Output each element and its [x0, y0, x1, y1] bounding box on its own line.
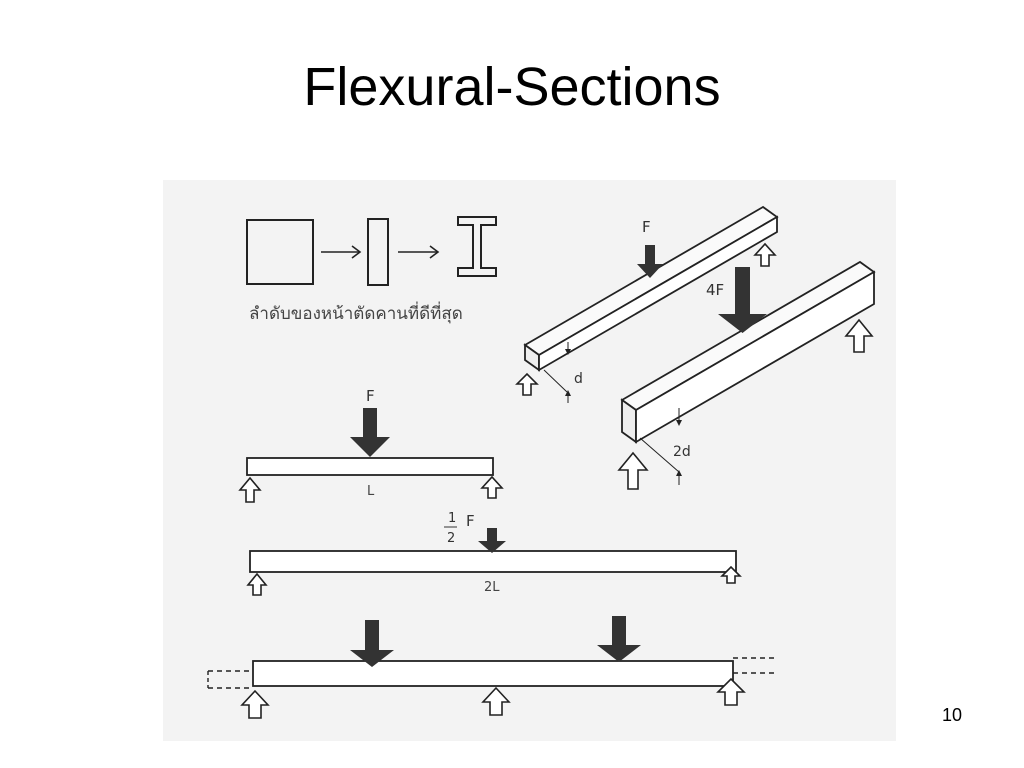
- label-length-l: L: [367, 484, 375, 499]
- label-force-4f: 4F: [706, 281, 724, 299]
- support-arrow-icon: [240, 689, 270, 719]
- arrow-right-icon: [398, 245, 440, 259]
- support-arrow-icon: [480, 475, 504, 499]
- support-arrow-icon: [481, 686, 511, 716]
- load-arrow-icon: [637, 245, 663, 278]
- beam-span-l: F L: [238, 387, 504, 503]
- support-arrow-icon: [246, 572, 268, 596]
- support-arrow-icon: [844, 318, 874, 353]
- label-half-numerator: 1: [448, 511, 456, 526]
- load-arrow-icon: [350, 620, 394, 667]
- beam-3d-depth-2d: 4F 2d: [617, 260, 876, 490]
- i-beam-section-icon: [457, 216, 497, 277]
- slide-number: 10: [941, 705, 962, 725]
- beam-span-2l: 1 2 F 2L: [246, 511, 742, 596]
- label-depth-2d: 2d: [673, 444, 691, 460]
- label-depth-d: d: [574, 371, 583, 387]
- label-force-mid: F: [366, 387, 375, 405]
- rectangle-section-icon: [367, 218, 389, 286]
- load-arrow-icon: [350, 408, 390, 457]
- slide-title: Flexural-Sections: [303, 57, 721, 117]
- load-arrow-icon: [478, 528, 506, 553]
- label-length-2l: 2L: [484, 580, 500, 595]
- load-arrow-icon: [597, 616, 641, 662]
- square-section-icon: [246, 219, 314, 285]
- section-progression: ลำดับของหน้าตัดคานที่ดีที่สุด: [246, 216, 497, 324]
- support-arrow-icon: [753, 242, 777, 267]
- beam-continuous: [207, 616, 775, 719]
- arrow-right-icon: [321, 245, 362, 259]
- support-arrow-icon: [238, 476, 262, 503]
- thai-caption: ลำดับของหน้าตัดคานที่ดีที่สุด: [249, 301, 463, 324]
- beam-diagram-svg: ลำดับของหน้าตัดคานที่ดีที่สุด F d 4F 2d: [207, 205, 876, 719]
- label-force-top: F: [642, 218, 651, 236]
- support-arrow-icon: [716, 677, 746, 706]
- beam-diagram: ลำดับของหน้าตัดคานที่ดีที่สุด F d 4F 2d: [163, 180, 896, 741]
- label-half-force: F: [466, 512, 475, 530]
- support-arrow-icon: [515, 372, 539, 396]
- label-half-denominator: 2: [447, 531, 455, 546]
- support-arrow-icon: [617, 451, 649, 490]
- beam-3d-depth-d: F d: [515, 205, 779, 403]
- load-arrow-icon: [718, 267, 767, 333]
- support-arrow-icon: [720, 565, 742, 584]
